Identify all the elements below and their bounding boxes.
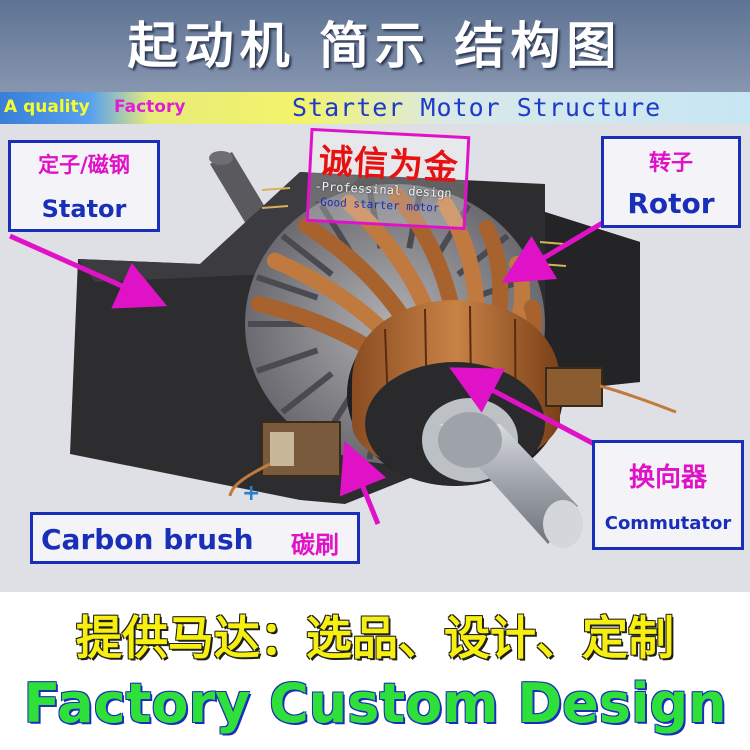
armature-slot — [280, 233, 334, 277]
armature-slot — [280, 371, 334, 415]
stator-label-zh: 定子/磁钢 — [38, 153, 130, 177]
commutator-label-zh: 换向器 — [628, 463, 707, 493]
quality-label: A quality — [4, 97, 90, 117]
rotor-callout: 转子 Rotor — [601, 136, 741, 228]
carbon-brush-callout: Carbon brush 碳刷 — [30, 512, 360, 564]
structure-subtitle: Starter Motor Structure — [292, 93, 662, 122]
brush-holder-left: + — [228, 421, 341, 506]
rotor-label-zh: 转子 — [648, 151, 693, 176]
stator-arrow — [8, 233, 168, 309]
front-shaft — [422, 398, 583, 548]
armature-slot — [255, 347, 319, 374]
carbon-brush-label-zh: 碳刷 — [291, 531, 339, 559]
armature-slot — [255, 274, 319, 301]
integrity-stamp: 诚信为金 -Professinal design -Good starter m… — [305, 127, 471, 231]
page-title: 起动机 简示 结构图 — [127, 17, 623, 75]
title-band — [0, 0, 750, 92]
brush-holder-right — [545, 367, 677, 414]
rear-shaft — [209, 151, 268, 224]
factory-label: Factory — [114, 97, 186, 117]
carbon-brush-label-en: Carbon brush — [41, 523, 254, 556]
rotor-label-en: Rotor — [627, 187, 715, 220]
footer-band — [0, 592, 750, 750]
slogan-en: Factory Custom Design — [23, 672, 727, 735]
svg-text:+: + — [242, 481, 260, 506]
commutator-callout: 换向器 Commutator — [592, 440, 744, 550]
motor-illustration: + — [8, 151, 677, 548]
commutator-arrow — [449, 367, 600, 449]
callout-arrows — [8, 219, 606, 525]
rotor-arrow — [501, 219, 606, 284]
slogan-zh: 提供马达：选品、设计、定制 — [76, 611, 674, 665]
stator-callout: 定子/磁钢 Stator — [8, 140, 160, 232]
brush-arrow — [339, 440, 387, 525]
commutator-label-en: Commutator — [604, 513, 732, 534]
subtitle-band — [0, 92, 750, 124]
stator-label-en: Stator — [41, 195, 127, 223]
